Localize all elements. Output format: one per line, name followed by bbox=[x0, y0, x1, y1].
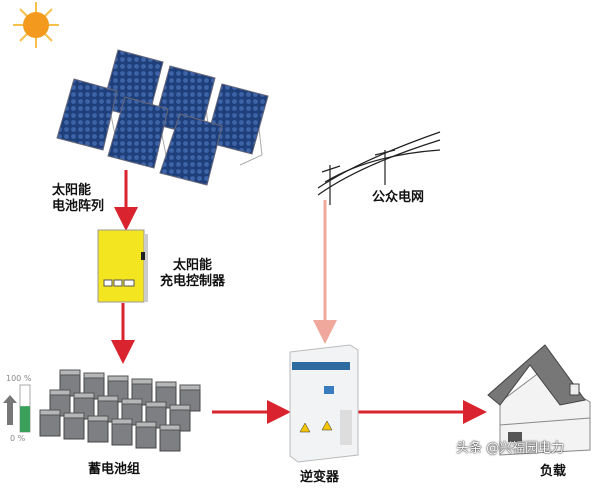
gauge-top-label: 100 % bbox=[6, 374, 32, 383]
label-inverter: 逆变器 bbox=[300, 470, 340, 485]
battery-cell bbox=[159, 424, 181, 452]
house-load bbox=[487, 344, 591, 456]
label-load: 负载 bbox=[540, 464, 567, 479]
watermark: 头条 @兴福园电力 bbox=[456, 441, 565, 456]
charge-controller bbox=[97, 229, 148, 303]
gauge-bottom-label: 0 % bbox=[10, 434, 26, 443]
label-line: 太阳能 bbox=[52, 183, 92, 198]
label-line: 电池阵列 bbox=[52, 199, 105, 214]
label-solar-array: 太阳能电池阵列 bbox=[52, 183, 104, 215]
battery-bank bbox=[39, 369, 201, 452]
battery-cell bbox=[87, 415, 109, 443]
label-public-grid: 公众电网 bbox=[372, 190, 425, 205]
label-charge-controller: 太阳能充电控制器 bbox=[160, 258, 225, 290]
label-battery-bank: 蓄电池组 bbox=[88, 462, 141, 477]
battery-cell bbox=[111, 418, 133, 446]
battery-cell bbox=[135, 421, 157, 449]
battery-gauge-fill bbox=[20, 406, 30, 432]
label-line: 充电控制器 bbox=[160, 274, 226, 289]
battery-gauge bbox=[3, 384, 31, 433]
label-line: 太阳能 bbox=[173, 258, 213, 273]
sun-icon bbox=[13, 2, 59, 48]
inverter bbox=[289, 344, 359, 463]
battery-cell bbox=[63, 412, 85, 440]
power-grid-lines bbox=[317, 131, 441, 205]
battery-cell bbox=[39, 409, 61, 437]
solar-panel-array bbox=[56, 49, 269, 186]
